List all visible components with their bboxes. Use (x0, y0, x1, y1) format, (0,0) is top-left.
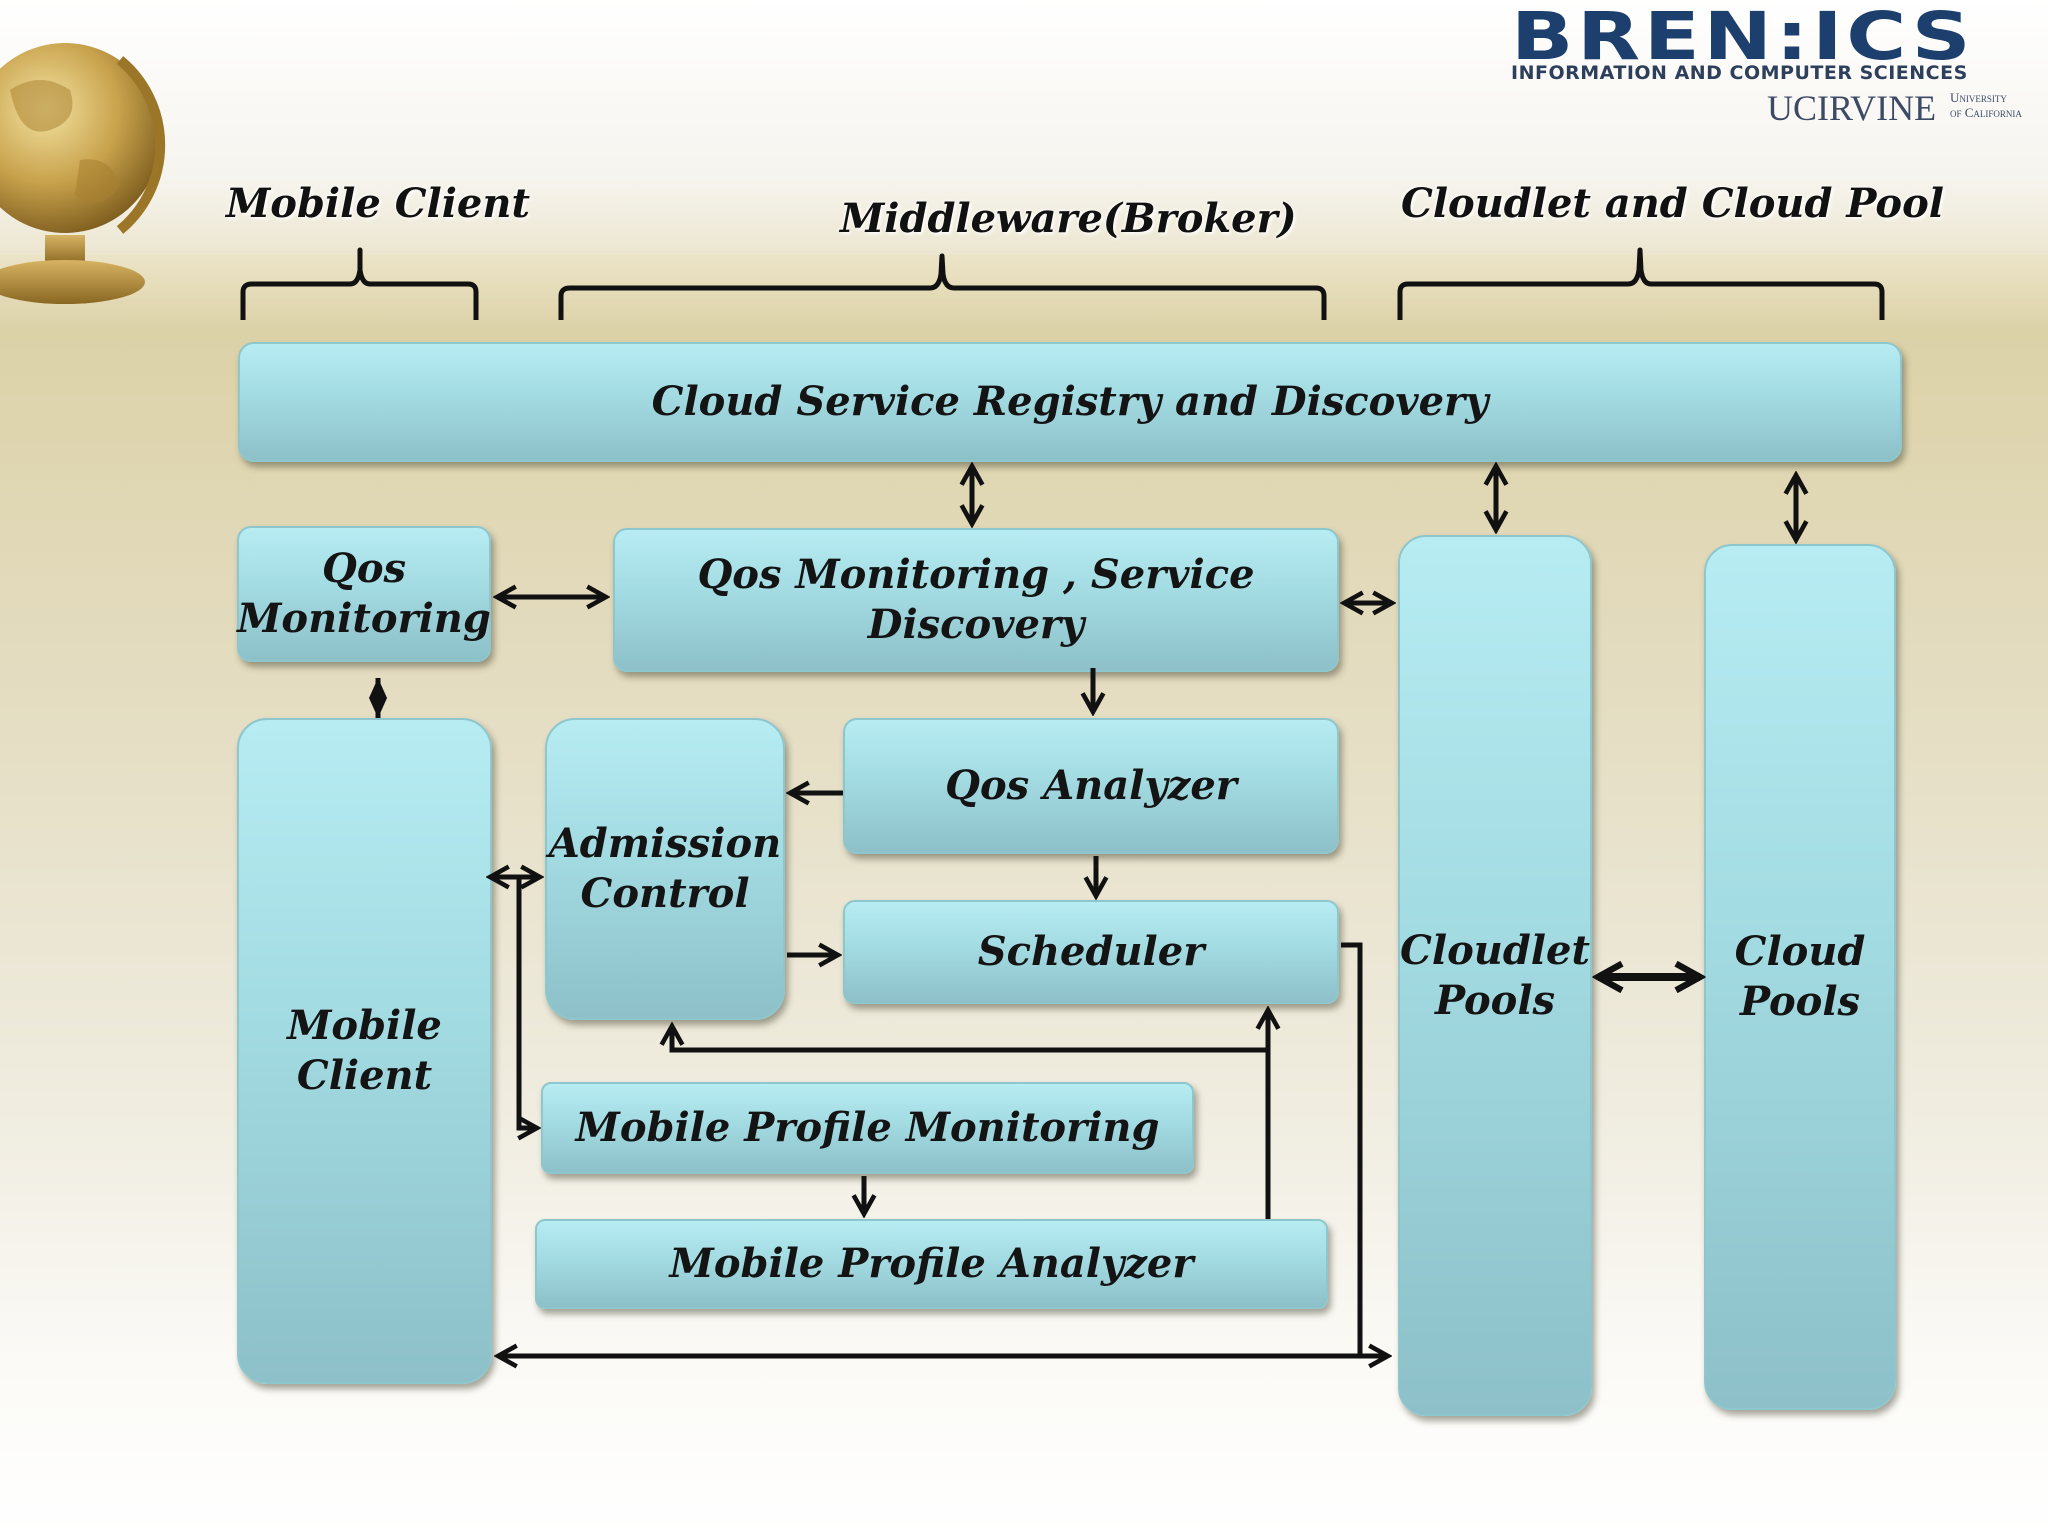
admission-label-2: Control (580, 870, 750, 917)
cloud-pools-box: Cloud Pools (1704, 544, 1896, 1410)
admission-label-1: Admission (548, 820, 782, 867)
mobile-profile-analyzer-label: Mobile Profile Analyzer (669, 1240, 1194, 1287)
scheduler-box: Scheduler (843, 900, 1339, 1004)
logo-wordmark: BREN:ICS (1511, 0, 1975, 75)
logo-uc: University of California (1950, 90, 2022, 120)
bren-ics-logo: BREN:ICS INFORMATION AND COMPUTER SCIENC… (1505, 0, 2048, 135)
diamond-connector (369, 678, 387, 718)
mobile-client-label-2: Client (296, 1052, 433, 1099)
qos-analyzer-box: Qos Analyzer (843, 718, 1339, 854)
mobile-profile-analyzer-box: Mobile Profile Analyzer (535, 1219, 1328, 1309)
globe-icon (0, 43, 166, 304)
scheduler-label: Scheduler (977, 928, 1205, 975)
cloud-label-1: Cloud (1734, 928, 1866, 975)
header-cloud-pool: Cloudlet and Cloud Pool (1401, 180, 1944, 227)
admission-control-box: Admission Control (545, 718, 785, 1020)
arrow-branch-admission (672, 1026, 1268, 1053)
mobile-client-label-1: Mobile (287, 1002, 442, 1049)
logo-subtitle: INFORMATION AND COMPUTER SCIENCES (1511, 62, 1968, 84)
qos-monitoring-label-1: Qos (321, 545, 407, 592)
bracket-mobile-client (240, 247, 479, 320)
mobile-client-box: Mobile Client (237, 718, 492, 1384)
cloudlet-pools-box: Cloudlet Pools (1398, 535, 1592, 1416)
header-band (0, 0, 2048, 255)
arrow-client-profile-monitoring (516, 877, 537, 1128)
mobile-profile-monitoring-box: Mobile Profile Monitoring (541, 1082, 1194, 1174)
qos-analyzer-label: Qos Analyzer (945, 762, 1237, 809)
qos-monitoring-label-2: Monitoring (237, 595, 491, 642)
bracket-middleware (558, 253, 1327, 320)
connector-scheduler-out (1341, 942, 1363, 1356)
logo-university: UCIRVINE (1767, 88, 1937, 128)
registry-box: Cloud Service Registry and Discovery (238, 342, 1902, 462)
header-mobile-client: Mobile Client (226, 180, 530, 227)
bracket-cloud-pool (1397, 247, 1885, 320)
header-middleware: Middleware(Broker) (840, 195, 1297, 242)
cloud-label-2: Pools (1739, 978, 1861, 1025)
cloudlet-label-1: Cloudlet (1400, 926, 1590, 974)
qos-service-discovery-label: Qos Monitoring , Service Discovery (697, 551, 1255, 648)
registry-label: Cloud Service Registry and Discovery (651, 378, 1489, 425)
qos-monitoring-box: Qos Monitoring (237, 526, 491, 662)
mobile-profile-monitoring-label: Mobile Profile Monitoring (575, 1104, 1160, 1151)
cloudlet-label-2: Pools (1434, 976, 1556, 1024)
qos-service-discovery-box: Qos Monitoring , Service Discovery (613, 528, 1339, 672)
